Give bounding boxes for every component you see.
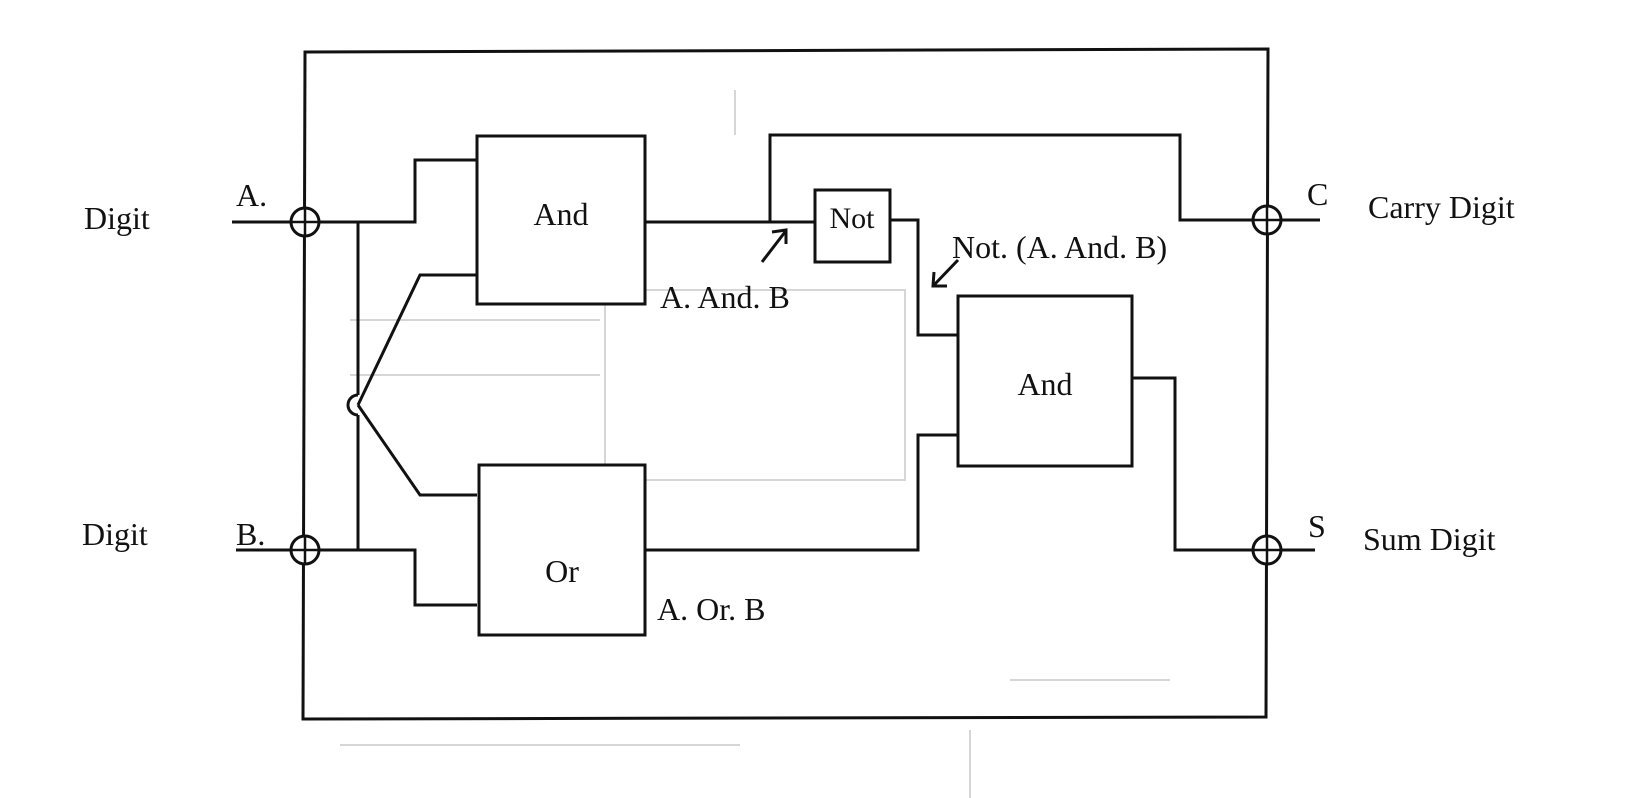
input-b-name: Digit [82,516,148,552]
gate-and-right-box [956,294,1134,468]
wire-a-to-or [356,404,477,497]
wire-a-to-and-top [358,158,477,224]
terminal-s [1251,534,1283,566]
input-a-terminal-label: A. [236,177,267,213]
adder-frame [301,47,1270,721]
gate-and-right-label: And [1017,366,1072,402]
wire-and-to-carry [768,133,1320,222]
output-sum-name: Sum Digit [1363,521,1496,557]
signal-a-and-b-label: A. And. B [660,279,790,315]
gate-and-top-label: And [533,196,588,232]
gate-and-top-box [475,134,647,306]
wire-or-to-and-right [645,433,958,552]
arrow-not-a-and-b [931,258,960,288]
gate-not: Not [813,188,892,264]
terminal-a [289,206,321,238]
terminal-c [1251,204,1283,236]
gate-not-label: Not [830,202,876,235]
terminal-b [289,534,321,566]
gate-and-top: And [475,134,647,306]
gate-or-bottom-label: Or [545,553,579,589]
wire-b-to-or [358,548,477,607]
wire-not-to-and-right [890,218,958,337]
wire-b-riser-hop [346,393,359,417]
output-sum-terminal-label: S [1308,508,1326,544]
output-carry-terminal-label: C [1307,176,1328,212]
input-a-name: Digit [84,200,150,236]
wires [232,133,1320,607]
gate-or-bottom: Or [477,463,647,637]
gate-not-box [813,188,892,264]
input-b-terminal-label: B. [236,516,265,552]
wire-b-to-and-top [356,273,477,406]
gate-or-bottom-box [477,463,647,637]
gate-and-right: And [956,294,1134,468]
wire-and-right-to-sum [1132,376,1315,552]
signal-not-a-and-b-label: Not. (A. And. B) [952,229,1167,265]
arrow-a-and-b [760,228,788,263]
signal-a-or-b-label: A. Or. B [657,591,765,627]
output-carry-name: Carry Digit [1368,189,1515,225]
